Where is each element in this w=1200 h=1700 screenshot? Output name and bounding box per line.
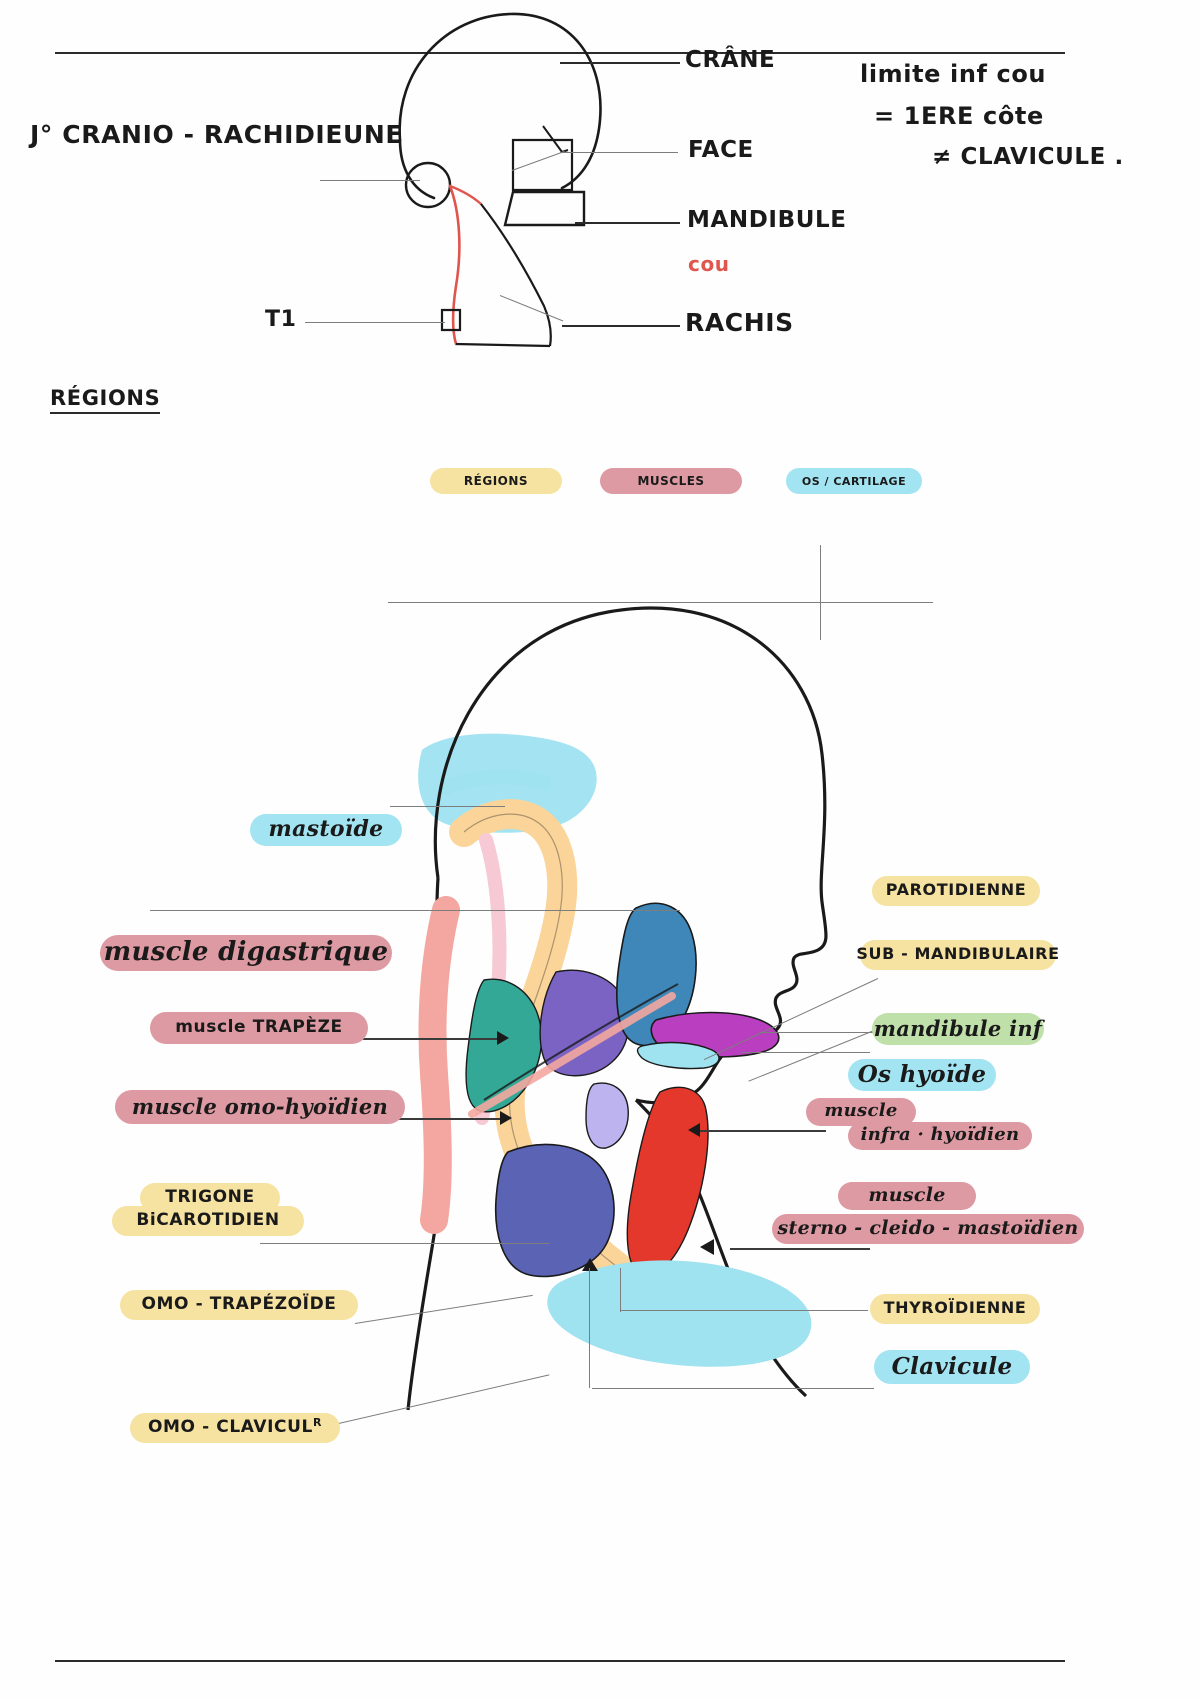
top-note-line2: = 1ERE côte	[860, 102, 1124, 130]
leader-scm	[730, 1248, 870, 1250]
label-mastoide-text: mastoïde	[268, 816, 384, 842]
label-thyroidienne-text: THYROÏDIENNE	[883, 1298, 1027, 1317]
leader-infra-hyoidien	[700, 1130, 826, 1132]
leader-trapeze	[345, 1038, 503, 1040]
label-sub-mandibulaire-text: SUB - MANDIBULAIRE	[856, 944, 1060, 963]
frame-line-vertical	[820, 545, 822, 640]
label-crane: CRÂNE	[685, 47, 776, 73]
section-heading: RÉGIONS	[50, 386, 161, 414]
label-parotidienne[interactable]: PAROTIDIENNE	[872, 876, 1040, 906]
leader-rachis	[562, 325, 680, 327]
label-omo-trapezoide[interactable]: OMO - TRAPÉZOÏDE	[120, 1290, 358, 1320]
label-muscle-trapeze-text: muscle TRAPÈZE	[175, 1016, 343, 1037]
label-muscle-digastrique[interactable]: muscle digastrique	[100, 935, 392, 971]
label-muscle-infra-text: muscle	[824, 1100, 898, 1121]
main-head-svg	[406, 606, 828, 1411]
arrow-scm	[700, 1239, 714, 1255]
arrow-omo-hyoidien	[500, 1111, 512, 1125]
label-thyroidienne[interactable]: THYROÏDIENNE	[870, 1294, 1040, 1324]
legend-muscles[interactable]: MUSCLES	[600, 468, 742, 494]
arrow-infra-hyoidien	[688, 1123, 700, 1137]
omo-claviculaire-main: OMO - CLAVICUL	[147, 1416, 313, 1437]
leader-thyroidienne-vertical	[620, 1268, 622, 1312]
leader-mastoide	[390, 806, 505, 808]
label-mandibule-inf[interactable]: mandibule inf	[872, 1013, 1044, 1045]
legend-os-cartilage-label: OS / CARTILAGE	[801, 474, 907, 488]
label-parotidienne-text: PAROTIDIENNE	[885, 880, 1027, 899]
label-cou: cou	[688, 252, 730, 276]
bottom-rule	[55, 1660, 1065, 1662]
legend-muscles-label: MUSCLES	[637, 474, 705, 488]
arrow-thyroidienne	[582, 1258, 598, 1271]
leader-omo-hyoidien	[395, 1118, 505, 1120]
label-muscle-infra[interactable]: muscle	[806, 1098, 916, 1126]
legend-regions-label: RÉGIONS	[463, 474, 529, 488]
label-muscle-digastrique-text: muscle digastrique	[103, 937, 389, 967]
label-face: FACE	[688, 137, 754, 163]
leader-thyroidienne-stem	[589, 1268, 591, 1388]
label-mastoide[interactable]: mastoïde	[250, 814, 402, 846]
top-note-line1: limite inf cou	[860, 60, 1047, 88]
label-muscle-scm[interactable]: muscle	[838, 1182, 976, 1210]
label-clavicule[interactable]: Clavicule	[874, 1350, 1030, 1384]
label-os-hyoide-text: Os hyoïde	[857, 1060, 987, 1088]
label-clavicule-text: Clavicule	[891, 1352, 1013, 1380]
leader-ear	[320, 180, 420, 182]
leader-mandibule-inf	[760, 1032, 878, 1034]
top-note-line3: ≠ CLAVICULE .	[932, 144, 1124, 170]
arrow-trapeze	[497, 1031, 509, 1045]
label-muscle-omo-hyoidien[interactable]: muscle omo-hyoïdien	[115, 1090, 405, 1124]
frame-line-horizontal	[388, 602, 933, 604]
leader-trigone	[260, 1243, 550, 1245]
leader-digastrique	[150, 910, 680, 912]
top-head-svg	[398, 12, 602, 348]
label-omo-claviculaire-text: OMO - CLAVICULR	[148, 1417, 322, 1437]
leader-t1	[305, 322, 445, 324]
label-bicarotidien[interactable]: BiCAROTIDIEN	[112, 1206, 304, 1236]
label-infra-hyoidien[interactable]: infra · hyoïdien	[848, 1122, 1032, 1150]
label-muscle-omo-hyoidien-text: muscle omo-hyoïdien	[131, 1093, 389, 1119]
leader-face	[560, 152, 678, 154]
label-mandibule: MANDIBULE	[687, 207, 847, 233]
label-rachis: RACHIS	[685, 308, 794, 337]
top-note: limite inf cou = 1ERE côte ≠ CLAVICULE .	[860, 60, 1124, 170]
label-bicarotidien-text: BiCAROTIDIEN	[136, 1209, 280, 1230]
label-sub-mandibulaire[interactable]: SUB - MANDIBULAIRE	[856, 940, 1059, 970]
label-trigone-text: TRIGONE	[165, 1186, 255, 1207]
main-head-diagram	[360, 540, 920, 1440]
top-note-line2-text: = 1ERE côte	[874, 102, 1044, 130]
leader-clavicule	[592, 1388, 874, 1390]
legend-os-cartilage[interactable]: OS / CARTILAGE	[786, 468, 922, 494]
omo-claviculaire-sup: R	[312, 1416, 323, 1430]
leader-thyroidienne	[620, 1310, 868, 1312]
label-muscle-trapeze[interactable]: muscle TRAPÈZE	[150, 1012, 368, 1044]
label-infra-hyoidien-text: infra · hyoïdien	[860, 1124, 1020, 1145]
top-head-diagram	[300, 0, 720, 370]
leader-os-hyoide	[742, 1052, 870, 1054]
label-t1: T1	[265, 307, 297, 332]
leader-mandibule	[575, 222, 680, 224]
label-sterno-cleido-mastoidien[interactable]: sterno - cleido - mastoïdien	[772, 1214, 1084, 1244]
label-omo-claviculaire[interactable]: OMO - CLAVICULR	[130, 1413, 340, 1443]
leader-crane	[560, 62, 680, 64]
top-rule	[55, 52, 1065, 54]
label-sterno-cleido-mastoidien-text: sterno - cleido - mastoïdien	[777, 1216, 1079, 1239]
label-omo-trapezoide-text: OMO - TRAPÉZOÏDE	[141, 1293, 337, 1314]
label-mandibule-inf-text: mandibule inf	[873, 1015, 1043, 1041]
page-title: J° CRANIO - RACHIDIEUNE	[30, 120, 404, 149]
legend-regions[interactable]: RÉGIONS	[430, 468, 562, 494]
label-muscle-scm-text: muscle	[868, 1183, 946, 1206]
label-os-hyoide[interactable]: Os hyoïde	[848, 1059, 996, 1091]
